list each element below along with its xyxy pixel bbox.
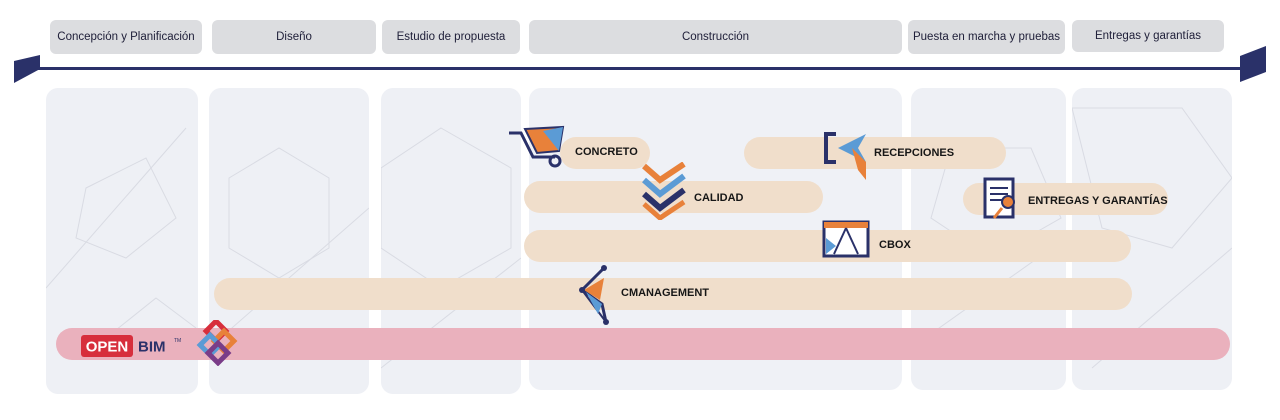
interlocking-squares-icon [196, 320, 238, 366]
phase-tab-puesta: Puesta en marcha y pruebas [908, 20, 1065, 54]
timeline-line [25, 67, 1255, 70]
svg-text:OPEN: OPEN [86, 339, 129, 356]
timeline-start-flag-icon [14, 55, 40, 83]
module-label-recepciones: RECEPCIONES [874, 147, 955, 159]
module-label-cbox: CBOX [879, 239, 911, 251]
module-bar-recepciones [744, 137, 1006, 169]
document-key-icon [983, 177, 1015, 219]
svg-text:TM: TM [174, 338, 181, 344]
phase-tab-concepcion: Concepción y Planificación [50, 20, 202, 54]
module-label-entregas: ENTREGAS Y GARANTÍAS [1028, 195, 1168, 207]
drafting-compass-box-icon [822, 220, 870, 258]
module-label-calidad: CALIDAD [694, 192, 744, 204]
module-label-concreto: CONCRETO [575, 146, 638, 158]
chevron-check-icon [642, 162, 686, 220]
bracket-arrow-icon [824, 132, 866, 180]
module-bar-cmanagement [214, 278, 1132, 310]
svg-text:BIM: BIM [138, 339, 166, 356]
phase-tab-diseno: Diseño [212, 20, 376, 54]
wheelbarrow-icon [509, 125, 565, 168]
module-label-cmanagement: CMANAGEMENT [621, 287, 709, 299]
openbim-bar [56, 328, 1230, 360]
network-nodes-icon [579, 265, 609, 325]
phase-tab-construccion: Construcción [529, 20, 902, 54]
phase-tab-estudio: Estudio de propuesta [382, 20, 520, 54]
module-bar-concreto [560, 137, 650, 169]
timeline-end-flag-icon [1240, 46, 1266, 82]
phase-tab-entregas: Entregas y garantías [1072, 20, 1224, 52]
openbim-logo: OPEN BIM TM [81, 335, 181, 357]
